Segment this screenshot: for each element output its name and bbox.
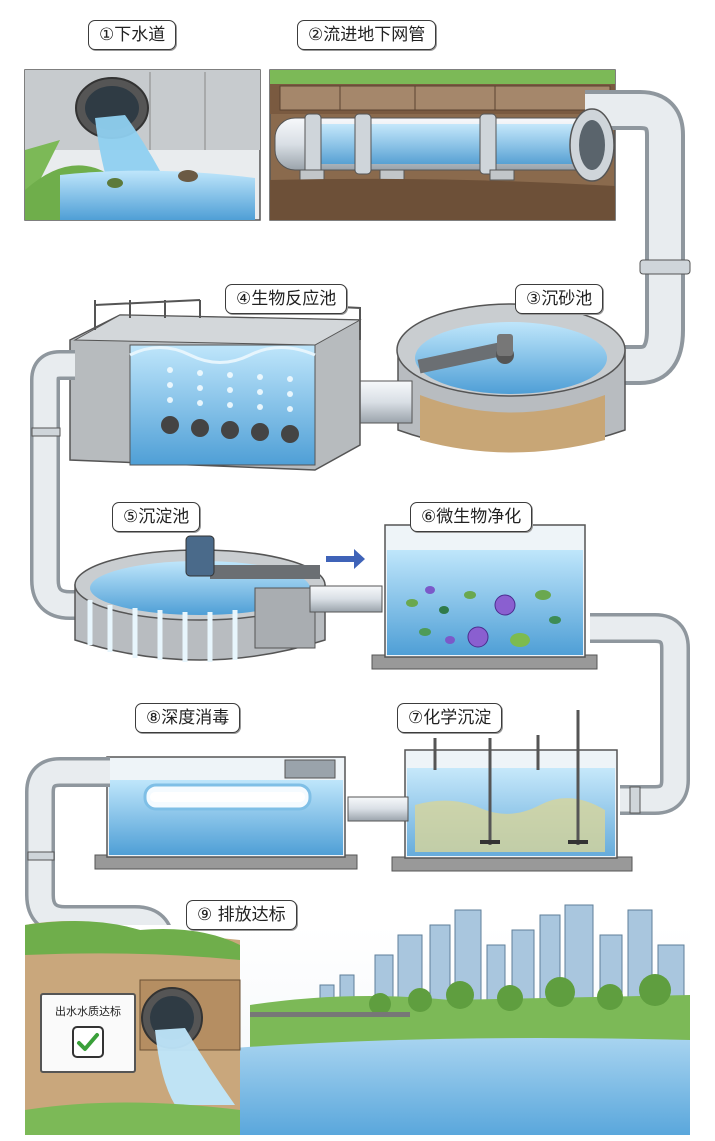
pipe-microbial-to-chemical <box>590 613 690 815</box>
water-quality-sign: 出水水质达标 <box>40 993 136 1073</box>
river-scene <box>25 904 690 1135</box>
microbial-tank <box>371 524 598 670</box>
pipe-bio-to-settling <box>30 350 95 620</box>
grit-chamber <box>396 303 626 453</box>
step-label-sewer: ①下水道 <box>88 20 177 50</box>
chemical-tank <box>391 710 633 872</box>
step-label-discharge: ⑨ 排放达标 <box>186 900 297 930</box>
pipe-chemical-to-disinfection <box>347 796 409 822</box>
disinfection-tank <box>94 756 358 870</box>
step-label-bio-reaction: ④生物反应池 <box>225 284 348 314</box>
sign-text: 出水水质达标 <box>55 1005 121 1018</box>
step-label-underground-pipe: ②流进地下网管 <box>297 20 437 50</box>
step-label-grit-chamber: ③沉砂池 <box>515 284 604 314</box>
step-label-microbial: ⑥微生物净化 <box>410 502 533 532</box>
check-icon <box>72 1026 104 1058</box>
step-label-chemical: ⑦化学沉淀 <box>397 703 503 733</box>
microbes <box>406 586 561 648</box>
pipe-settling-to-microbial <box>309 549 383 613</box>
aerators <box>161 367 299 443</box>
sewer-panel <box>24 69 261 221</box>
step-label-disinfection: ⑧深度消毒 <box>135 703 241 733</box>
sedimentation-tank <box>74 535 326 662</box>
bio-reaction-tank <box>69 299 362 471</box>
flow-arrow-icon <box>326 549 365 569</box>
step-label-sedimentation: ⑤沉淀池 <box>112 502 201 532</box>
underground-pipe-panel <box>269 69 616 221</box>
pipe-to-grit-chamber <box>569 90 691 385</box>
